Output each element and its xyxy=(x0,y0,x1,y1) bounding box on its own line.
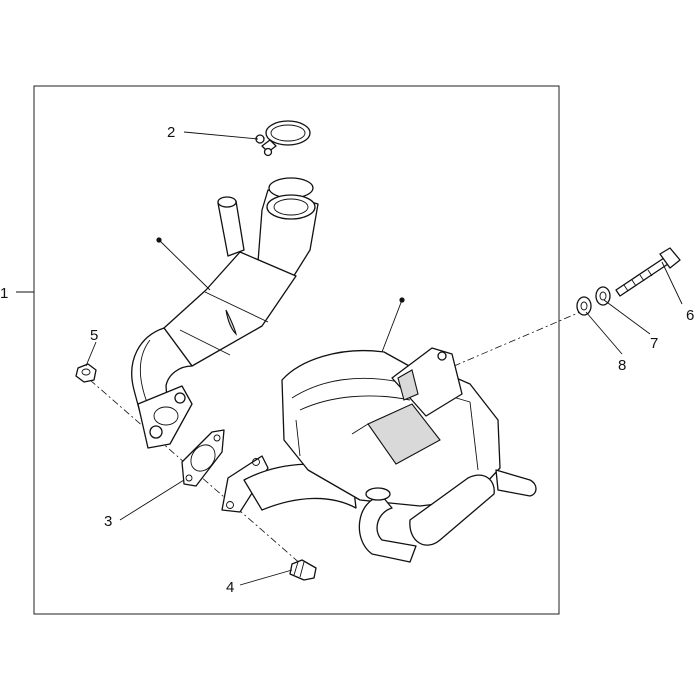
nut[interactable] xyxy=(75,363,97,383)
leader-6 xyxy=(661,261,683,305)
leader-dot-front-pipe xyxy=(156,237,162,243)
leader-5 xyxy=(85,341,97,367)
leader-muffler xyxy=(381,299,403,353)
callout-8: 8 xyxy=(618,357,626,374)
front-pipe[interactable] xyxy=(131,177,319,449)
leader-2 xyxy=(183,131,259,140)
leader-dot-muffler xyxy=(399,297,405,303)
callout-7: 7 xyxy=(650,335,658,352)
leader-3 xyxy=(119,479,185,521)
centerline-mount xyxy=(439,309,586,373)
callout-4: 4 xyxy=(226,579,234,596)
muffler[interactable] xyxy=(221,347,537,563)
stud-bolt[interactable] xyxy=(289,559,317,581)
screw[interactable] xyxy=(615,247,681,297)
callout-3: 3 xyxy=(104,513,112,530)
leader-8 xyxy=(585,311,623,355)
washer[interactable] xyxy=(595,286,611,306)
callout-6: 6 xyxy=(686,307,694,324)
clamp[interactable] xyxy=(255,120,311,157)
assembly-frame xyxy=(33,85,560,615)
leader-4 xyxy=(239,569,293,586)
spacer-washer[interactable] xyxy=(576,296,592,316)
callout-5: 5 xyxy=(90,327,98,344)
callout-1: 1 xyxy=(0,285,8,302)
gasket[interactable] xyxy=(181,429,225,487)
callout-2: 2 xyxy=(167,124,175,141)
leader-7 xyxy=(603,299,651,335)
leader-front-pipe xyxy=(158,239,211,291)
